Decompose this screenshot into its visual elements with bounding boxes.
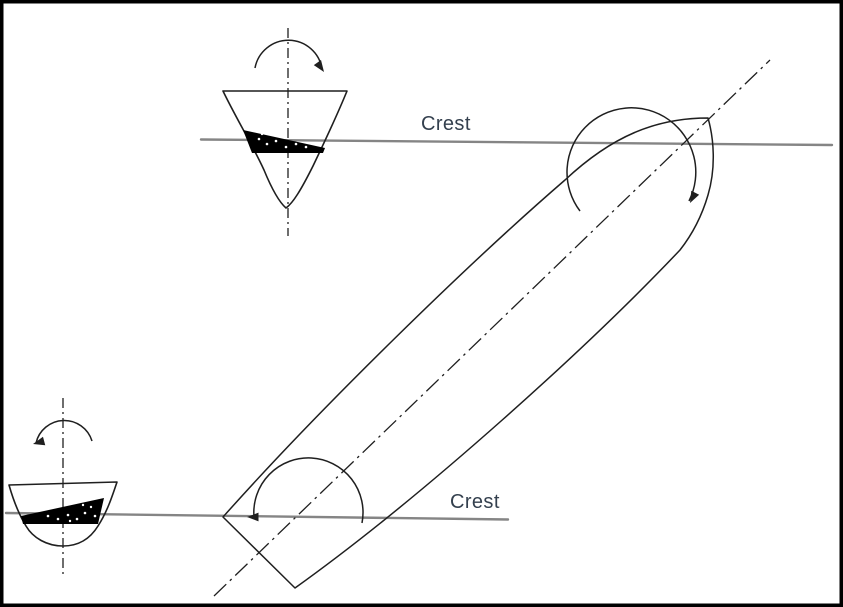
stern-section-rotation-arrow <box>35 419 93 444</box>
speckle-dot <box>89 505 93 509</box>
crest-label-bottom: Crest <box>450 491 500 513</box>
bow-rotation-arrow <box>566 107 697 212</box>
speckle-dot <box>83 511 87 515</box>
wedge-speckle-dots <box>46 132 308 523</box>
speckle-dot <box>56 517 60 521</box>
labels: Crest Crest <box>421 113 500 513</box>
crest-label-top: Crest <box>421 113 471 135</box>
speckle-dot <box>294 142 298 146</box>
speckle-dot <box>274 139 278 143</box>
stern-rotation-arrow <box>253 457 364 524</box>
speckle-dot <box>68 519 72 523</box>
ship-centerline <box>213 59 771 597</box>
speckle-dot <box>257 137 261 141</box>
stern-cross-section <box>8 398 118 575</box>
speckle-dot <box>66 513 70 517</box>
bow-section-rotation-arrow <box>254 39 323 70</box>
speckle-dot <box>265 142 269 146</box>
stern-section-outline <box>8 481 118 547</box>
arrowheads <box>31 60 700 522</box>
immersed-wedges <box>21 130 325 524</box>
bow-section-immersed-wedge <box>243 130 325 153</box>
speckle-dot <box>284 145 288 149</box>
speckle-dot <box>75 517 79 521</box>
stern-section-rotation-arrowhead-icon <box>31 436 46 449</box>
bow-section-rotation-arrowhead-icon <box>313 60 328 75</box>
stern-waterline-arrowhead-icon <box>247 512 259 522</box>
ship-hull-outline <box>222 117 715 589</box>
speckle-dot <box>81 503 85 507</box>
bow-rotation-arrowhead-icon <box>686 190 700 205</box>
bow-cross-section <box>222 28 348 236</box>
ship-plan-view <box>213 59 771 597</box>
speckle-dot <box>260 132 264 136</box>
wave-crest-line-top <box>199 138 834 147</box>
speckle-dot <box>93 514 97 518</box>
speckle-dot <box>46 514 50 518</box>
speckle-dot <box>304 145 308 149</box>
